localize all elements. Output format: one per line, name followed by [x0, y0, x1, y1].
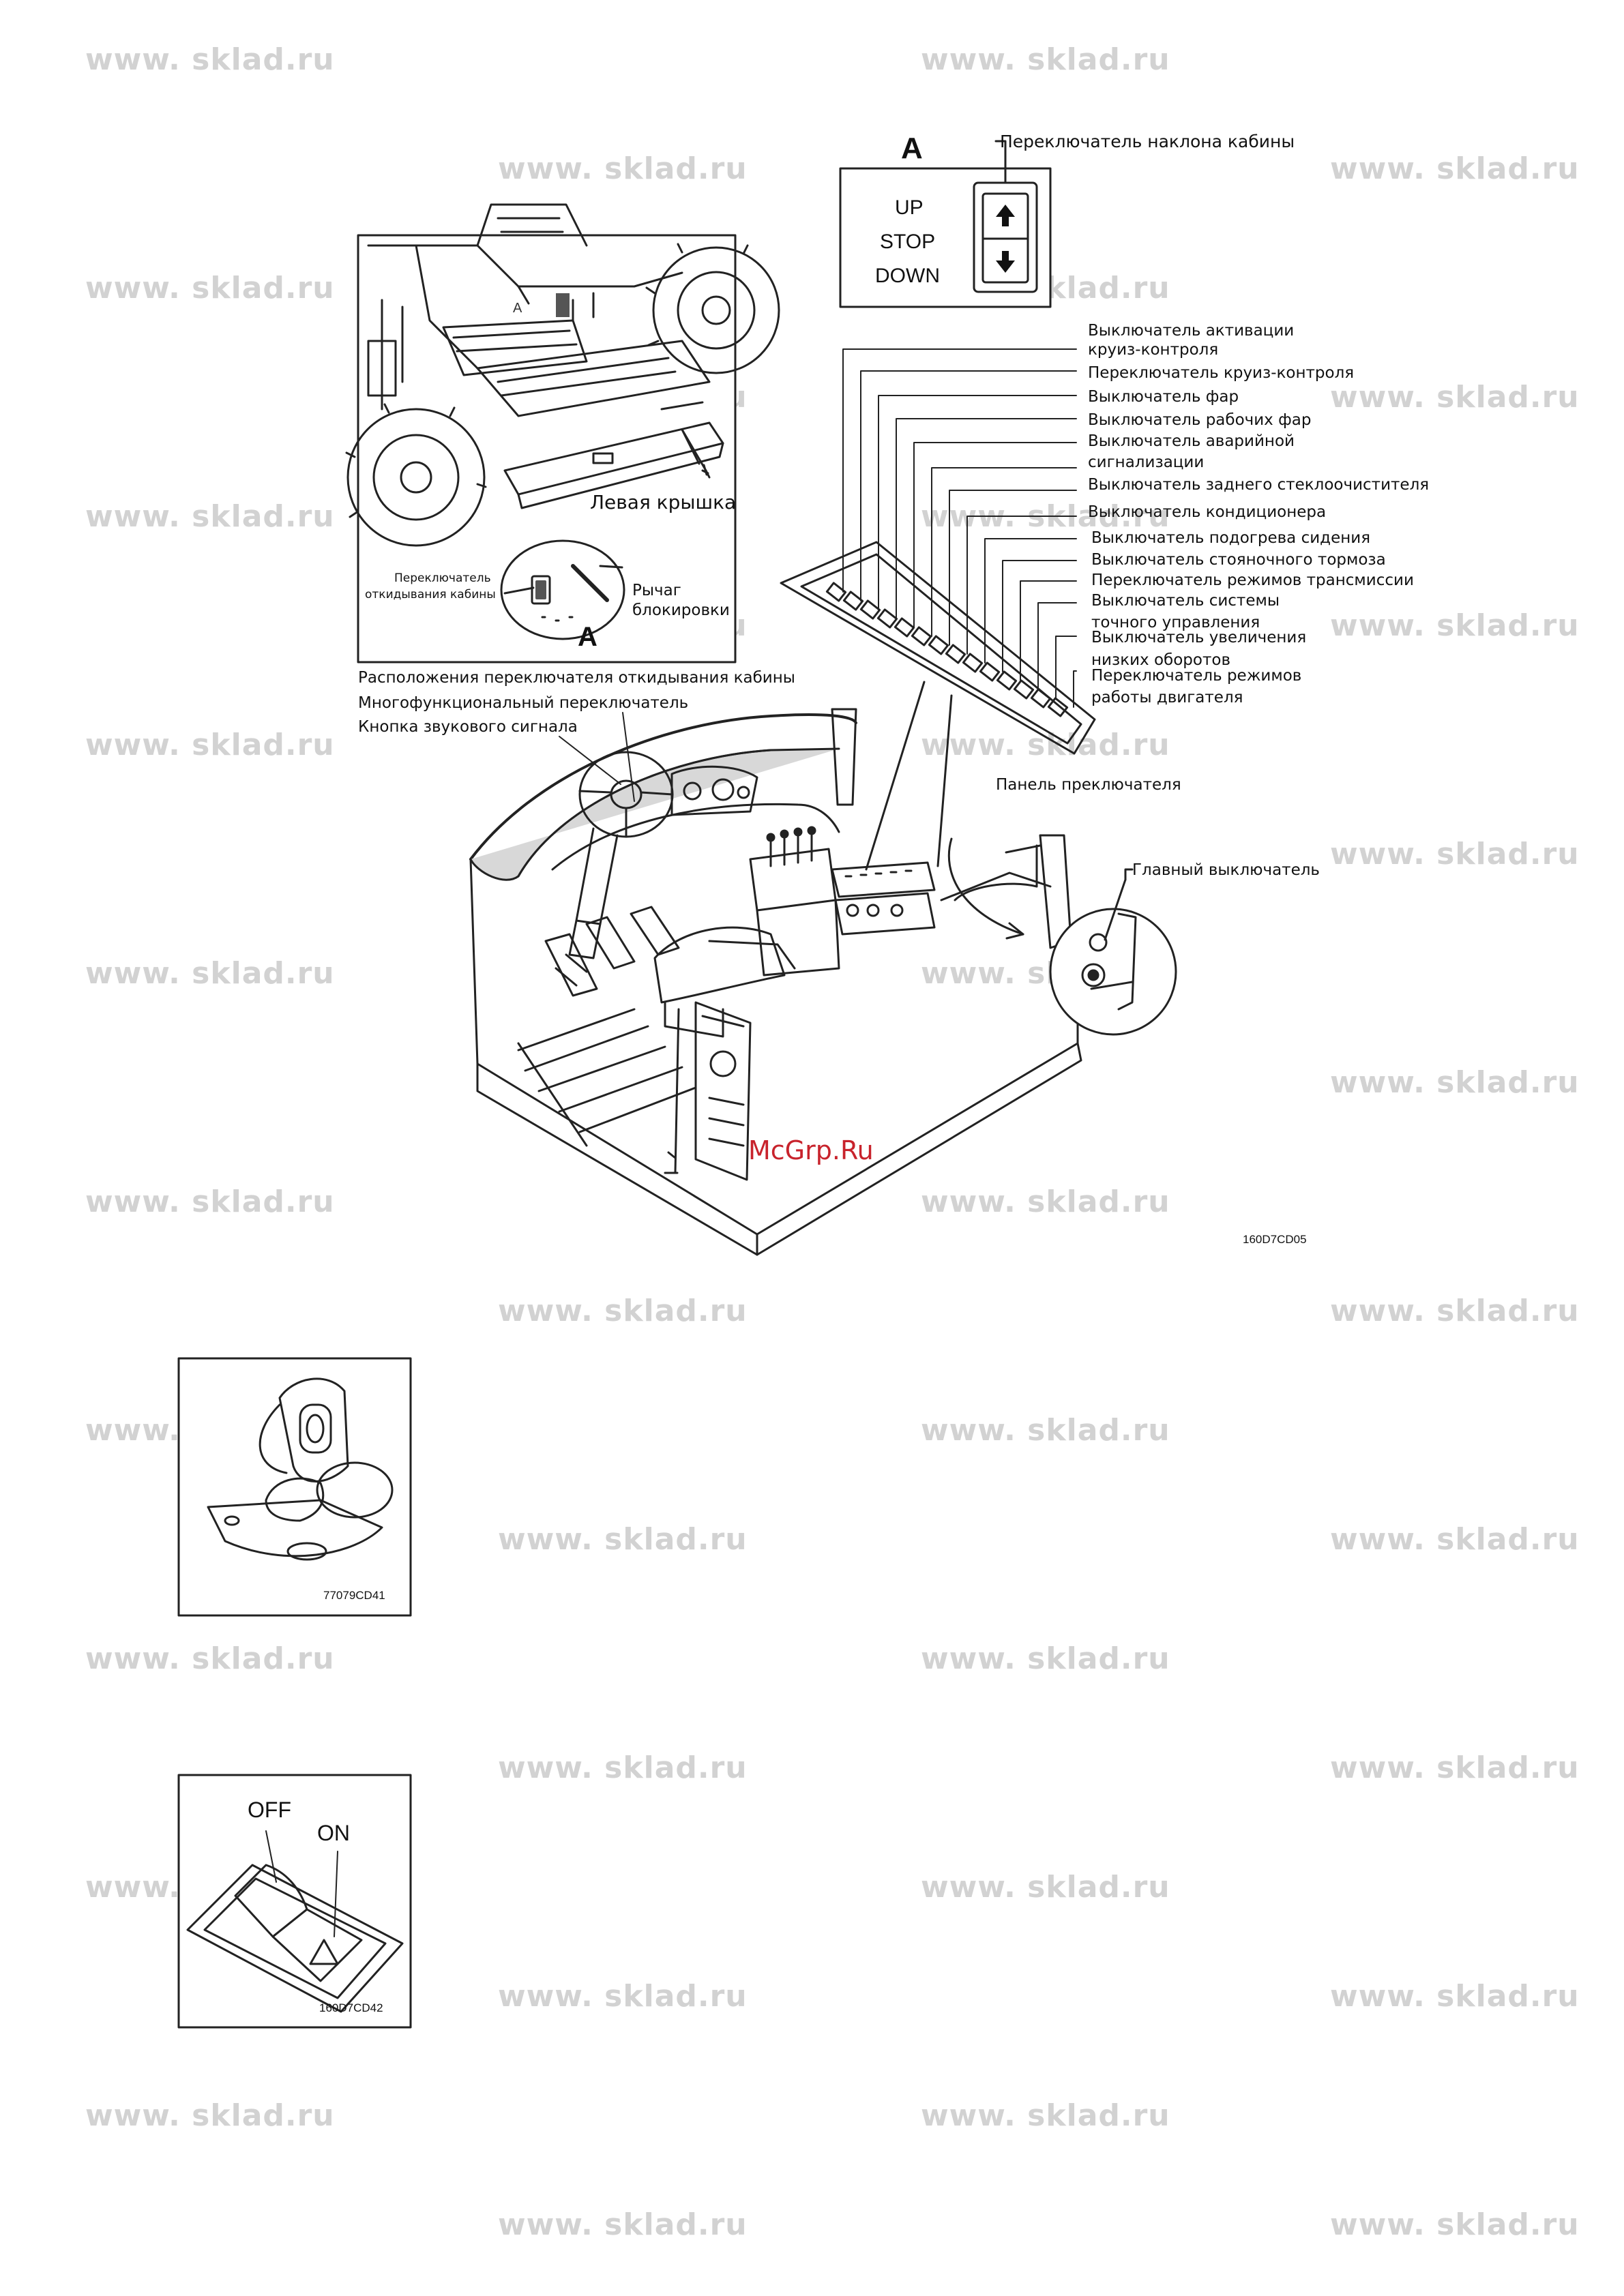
watermark: www. sklad.ru: [85, 1641, 335, 1676]
watermark: www. sklad.ru: [1330, 1750, 1580, 1785]
lock-lever-line1: Рычаг: [632, 582, 681, 599]
watermark: www. sklad.ru: [921, 1641, 1170, 1676]
watermark: www. sklad.ru: [1330, 608, 1580, 643]
watermark: www. sklad.ru: [1330, 1522, 1580, 1557]
watermark: www. sklad.ru: [85, 42, 335, 77]
panel-label: Выключатель увеличения: [1091, 629, 1307, 646]
dash-cluster: [670, 765, 758, 816]
panel-label: Выключатель системы: [1091, 592, 1280, 610]
panel-label: Переключатель режимов трансмиссии: [1091, 571, 1414, 589]
panel-label: Выключатель фар: [1088, 388, 1239, 406]
warning-triangle-icon: [309, 1939, 339, 1965]
watermark: www. sklad.ru: [85, 1184, 335, 1219]
watermark: www. sklad.ru: [921, 42, 1170, 77]
cab-tilt-title: Переключатель наклона кабины: [1000, 132, 1295, 151]
caption-main-switch: Главный выключатель: [1132, 861, 1320, 879]
watermark: www. sklad.ru: [85, 2098, 335, 2133]
watermark: www. sklad.ru: [921, 1413, 1170, 1448]
panel-label: Выключатель стояночного тормоза: [1091, 551, 1386, 569]
panel-label: точного управления: [1091, 614, 1260, 631]
zoom-oval: [500, 539, 625, 640]
watermark: www. sklad.ru: [498, 151, 748, 186]
watermark: www. sklad.ru: [1330, 1065, 1580, 1100]
key-figure-box: [177, 1357, 412, 1617]
mcgrp-watermark: McGrp.Ru: [748, 1135, 874, 1165]
lock-lever-line2: блокировки: [632, 601, 730, 619]
operator-seat: [653, 926, 786, 1004]
panel-label: Переключатель круиз-контроля: [1088, 364, 1355, 382]
joysticks: [766, 826, 816, 867]
panel-label: низких оборотов: [1091, 651, 1231, 669]
tire-right: [645, 243, 780, 374]
panel-label: Выключатель рабочих фар: [1088, 411, 1312, 429]
arrow-down-icon: [996, 251, 1015, 273]
main-switch-knob: [1081, 963, 1106, 987]
switch-off-label: OFF: [248, 1798, 291, 1822]
caption-location: Расположения переключателя откидывания к…: [358, 669, 795, 687]
watermark: www. sklad.ru: [1330, 837, 1580, 871]
figure-code-main: 160D7CD05: [1243, 1233, 1307, 1246]
panel-label: Выключатель активации: [1088, 322, 1295, 340]
watermark: www. sklad.ru: [498, 1294, 748, 1328]
curved-arrow-icon: [947, 837, 1024, 936]
panel-label: Выключатель подогрева сидения: [1091, 529, 1371, 547]
panel-label: сигнализации: [1088, 453, 1205, 471]
tilt-switch-label-line2: откидывания кабины: [365, 588, 496, 601]
watermark: www. sklad.ru: [85, 728, 335, 762]
panel-label: Выключатель кондиционера: [1088, 503, 1327, 521]
marker-a-inset: A: [578, 622, 597, 652]
watermark: www. sklad.ru: [1330, 1294, 1580, 1328]
main-switch-zoom: [1049, 908, 1177, 1036]
left-cover-label: Левая крышка: [590, 491, 737, 513]
panel-switches: [825, 582, 1069, 717]
watermark: www. sklad.ru: [1330, 1979, 1580, 2014]
location-inset-box: [357, 234, 737, 664]
watermark: www. sklad.ru: [498, 1522, 748, 1557]
figure-code-switch: 160D7CD42: [319, 2001, 383, 2014]
panel-label: Выключатель заднего стеклоочистителя: [1088, 476, 1430, 494]
tilt-switch-small: [531, 575, 551, 605]
cab-canopy: [469, 713, 857, 861]
watermark: www. sklad.ru: [85, 499, 335, 534]
joystick-console: [749, 848, 837, 912]
state-down: DOWN: [875, 265, 940, 287]
marker-a-top: A: [901, 132, 923, 165]
watermark: www. sklad.ru: [921, 1870, 1170, 1905]
state-up: UP: [895, 196, 924, 219]
caption-multifunction: Многофункциональный переключатель: [358, 694, 689, 712]
watermark: www. sklad.ru: [1330, 2207, 1580, 2242]
switch-panel-strip: [780, 541, 1096, 755]
watermark: www. sklad.ru: [1330, 380, 1580, 415]
panel-leaders: [842, 348, 1077, 708]
panel-label: Переключатель режимов: [1091, 667, 1302, 685]
watermark: www. sklad.ru: [498, 1750, 748, 1785]
watermark: www. sklad.ru: [498, 1979, 748, 2014]
watermark: www. sklad.ru: [85, 271, 335, 305]
tire-left: [345, 403, 487, 547]
state-stop: STOP: [880, 230, 936, 253]
watermark: www. sklad.ru: [498, 2207, 748, 2242]
cab-floor-outline: [469, 858, 1079, 1236]
caption-horn: Кнопка звукового сигнала: [358, 718, 578, 736]
watermark: www. sklad.ru: [1330, 151, 1580, 186]
tilt-switch-label-line1: Переключатель: [394, 571, 491, 585]
watermark: www. sklad.ru: [85, 956, 335, 991]
watermark: www. sklad.ru: [921, 2098, 1170, 2133]
watermark: www. sklad.ru: [921, 1184, 1170, 1219]
figure-code-key: 77079CD41: [323, 1589, 385, 1602]
panel-label: Выключатель аварийной: [1088, 432, 1295, 450]
marker-a-small: A: [513, 301, 522, 316]
switch-on-label: ON: [317, 1821, 350, 1845]
panel-label: работы двигателя: [1091, 689, 1243, 706]
arrow-up-icon: [996, 205, 1015, 226]
console-switch-panel: [831, 861, 936, 898]
watermark: www. sklad.ru: [921, 728, 1170, 762]
rocker-on-side: [271, 1908, 363, 1982]
panel-label: круиз-контроля: [1088, 341, 1219, 359]
rocker-figure-box: [177, 1774, 412, 2029]
caption-switch-panel: Панель преключателя: [996, 776, 1181, 794]
